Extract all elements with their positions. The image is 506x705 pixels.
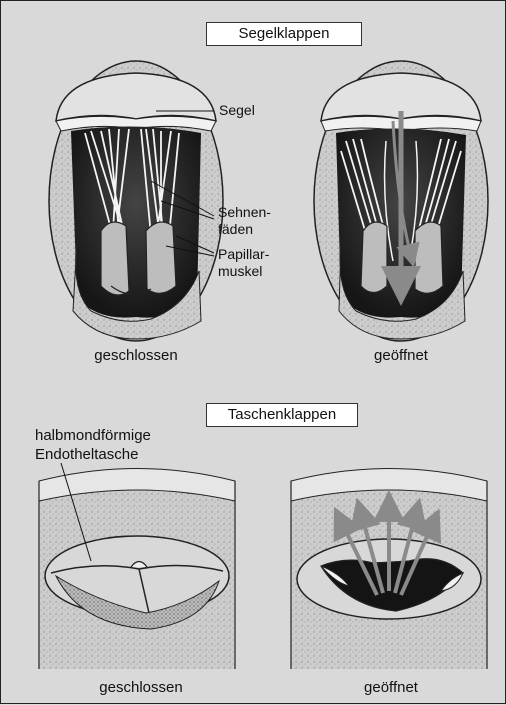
semilunar-section-title: Taschenklappen xyxy=(206,403,358,427)
av-caption-closed: geschlossen xyxy=(76,347,196,365)
label-papillarmuskel: Papillar- muskel xyxy=(218,246,269,280)
av-valve-open-illustration xyxy=(314,61,488,341)
semilunar-caption-open: geöffnet xyxy=(336,679,446,697)
semilunar-valve-open-illustration xyxy=(291,469,487,670)
av-valve-closed-illustration xyxy=(49,61,223,341)
av-caption-open: geöffnet xyxy=(346,347,456,365)
label-halbmond: halbmondförmige Endotheltasche xyxy=(35,426,151,464)
av-section-title: Segelklappen xyxy=(206,22,362,46)
semilunar-caption-closed: geschlossen xyxy=(81,679,201,697)
label-segel: Segel xyxy=(219,102,255,119)
semilunar-valve-closed-illustration xyxy=(39,469,235,670)
label-sehnenfaeden: Sehnen- fäden xyxy=(218,204,271,238)
